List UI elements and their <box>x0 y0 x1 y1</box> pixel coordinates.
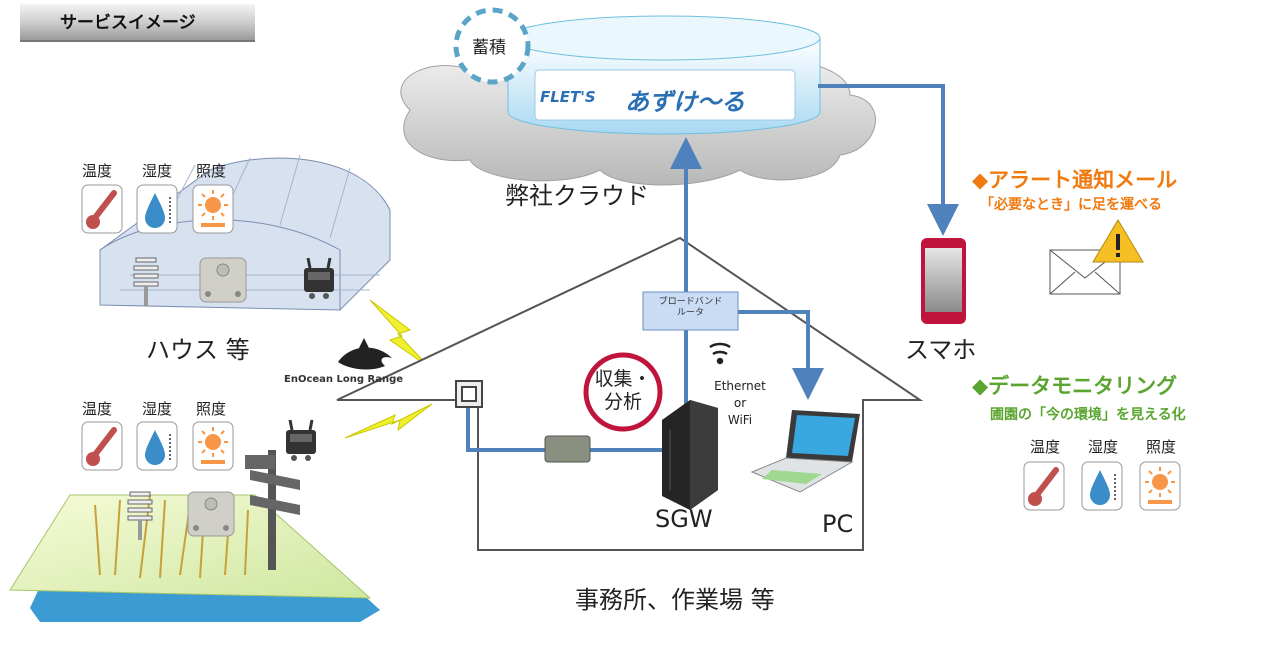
sgw-gateway-icon <box>662 400 718 510</box>
illuminance-label: 照度 <box>196 162 227 180</box>
temperature-label: 温度 <box>1030 438 1061 456</box>
monitoring-subtitle: 圃園の「今の環境」を見える化 <box>990 407 1186 423</box>
illuminance-label: 照度 <box>1146 438 1177 456</box>
wifi-icon <box>709 342 731 365</box>
smartphone-icon <box>921 238 966 324</box>
humidity-label: 湿度 <box>1088 438 1119 456</box>
orca-logo-icon <box>338 338 392 370</box>
humidity-sensor-icon <box>136 421 178 471</box>
illuminance-sensor-icon <box>1139 461 1181 511</box>
storage-badge-label: 蓄積 <box>472 38 506 58</box>
illuminance-sensor-icon <box>192 421 234 471</box>
smartphone-label: スマホ <box>905 336 977 364</box>
sensor-box-icon <box>187 491 235 537</box>
sgw-label: SGW <box>655 505 713 533</box>
illuminance-label: 照度 <box>196 400 227 418</box>
humidity-sensor-icon <box>136 184 178 234</box>
analysis-badge <box>583 352 663 432</box>
temperature-sensor-icon <box>82 422 122 470</box>
warning-icon <box>1092 219 1144 263</box>
service-logo: FLET'S あずけ～る <box>540 82 790 116</box>
humidity-label: 湿度 <box>142 400 173 418</box>
service-logo-prefix: FLET'S <box>540 88 596 106</box>
humidity-label: 湿度 <box>142 162 173 180</box>
field-pole-icon <box>245 450 300 570</box>
office-caption: 事務所、作業場 等 <box>575 586 775 614</box>
connection-label: Ethernet or WiFi <box>700 378 780 429</box>
laptop-icon <box>750 410 860 493</box>
temperature-sensor-icon <box>1024 462 1064 510</box>
alert-subtitle: 「必要なとき」に足を運べる <box>980 197 1162 213</box>
analysis-label: 収集・ 分析 <box>588 368 658 414</box>
connection-label-line3: WiFi <box>727 413 753 427</box>
repeater-icon <box>284 418 318 463</box>
analysis-label-line1: 収集・ <box>594 368 652 390</box>
service-logo-suffix: あずけ～る <box>625 88 745 116</box>
alert-title: ◆アラート通知メール <box>972 168 1178 192</box>
temperature-label: 温度 <box>82 162 113 180</box>
temperature-label: 温度 <box>82 400 113 418</box>
analysis-label-line2: 分析 <box>603 391 642 413</box>
broadband-router <box>642 291 739 331</box>
connection-label-line2: or <box>733 396 747 410</box>
router-label-line2: ルータ <box>676 308 704 318</box>
connection-label-line1: Ethernet <box>714 379 766 393</box>
power-adapter-icon <box>544 435 591 463</box>
page-title: サービスイメージ <box>20 4 255 42</box>
rice-field-illustration <box>9 494 380 622</box>
cloud-caption: 弊社クラウド <box>505 182 649 210</box>
router-label: ブロードバンド ルータ <box>643 297 738 319</box>
house-caption: ハウス 等 <box>146 336 250 364</box>
sensor-box-icon <box>199 257 247 303</box>
illuminance-sensor-icon <box>192 184 234 234</box>
wall-outlet-icon <box>455 380 483 408</box>
pc-label: PC <box>822 510 854 538</box>
temperature-sensor-icon <box>82 185 122 233</box>
humidity-sensor-icon <box>1081 461 1123 511</box>
enocean-label: EnOcean Long Range <box>284 374 404 385</box>
storage-drum <box>507 15 821 135</box>
router-label-line1: ブロードバンド <box>658 297 723 307</box>
storage-badge-ring <box>453 7 531 85</box>
monitoring-title: ◆データモニタリング <box>972 374 1178 398</box>
